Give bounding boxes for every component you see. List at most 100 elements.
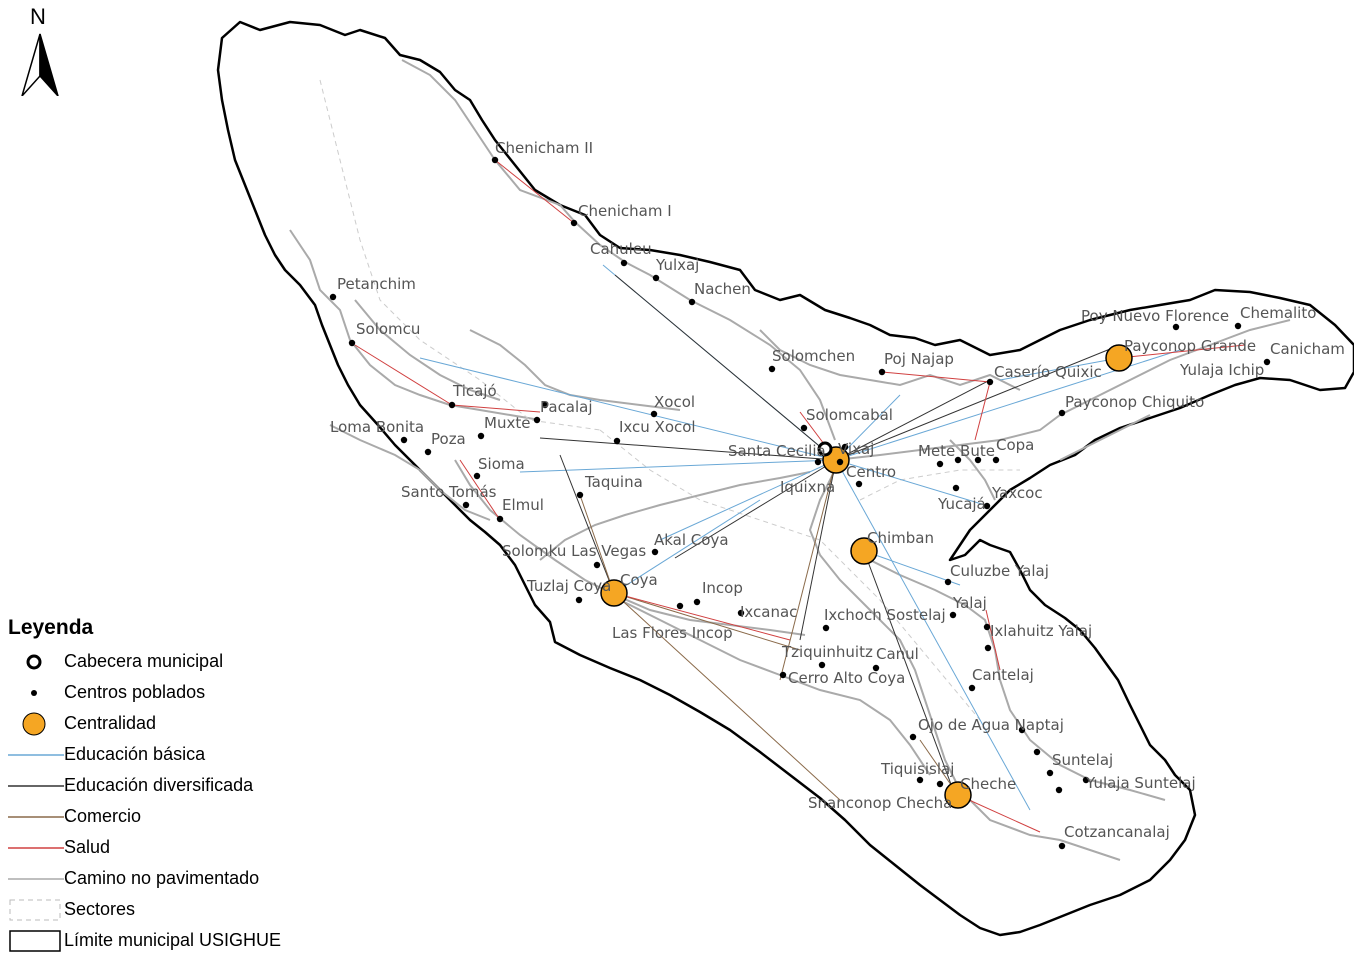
centro-poblado-dot xyxy=(936,460,944,468)
place-label: Culuzbe Yalaj xyxy=(950,562,1049,580)
centro-poblado-dot xyxy=(477,432,485,440)
legend-item: Centralidad xyxy=(8,708,328,739)
centro-poblado-dot xyxy=(620,259,628,267)
centro-poblado-dot xyxy=(855,480,863,488)
place-label: Iquixna xyxy=(780,478,835,496)
centro-poblado-dot xyxy=(983,502,991,510)
centro-poblado-dot xyxy=(909,733,917,741)
place-label: Payconop Chiquito xyxy=(1065,393,1204,411)
centro-poblado-dot xyxy=(954,456,962,464)
place-label: Vixaj xyxy=(838,440,874,458)
place-label: Tuzlaj Coya xyxy=(526,577,611,595)
centro-poblado-dot xyxy=(651,548,659,556)
centro-poblado-dot xyxy=(1234,322,1242,330)
place-label: Coya xyxy=(620,571,658,589)
place-label: Poj Najap xyxy=(884,350,954,368)
centro-poblado-dot xyxy=(968,684,976,692)
place-label: Solomchen xyxy=(772,347,855,365)
place-label: Cahuleu xyxy=(590,240,652,258)
centro-poblado-dot xyxy=(491,156,499,164)
place-label: Pacalaj xyxy=(540,398,593,416)
place-label: Ixcanac xyxy=(740,603,797,621)
place-label: Suntelaj xyxy=(1052,751,1113,769)
place-label: Sioma xyxy=(478,455,525,473)
centro-poblado-dot xyxy=(1055,786,1063,794)
cabecera-municipal xyxy=(817,441,833,457)
place-label: Loma Bonita xyxy=(330,418,424,436)
centro-poblado-dot xyxy=(949,611,957,619)
place-label: Yalaj xyxy=(952,594,987,612)
centro-poblado-dot xyxy=(693,598,701,606)
centro-poblado-dot xyxy=(944,578,952,586)
place-label: Yaxcoc xyxy=(991,484,1043,502)
place-label: Poza xyxy=(431,430,466,448)
place-label: Canicham xyxy=(1270,340,1345,358)
place-label: Cheche xyxy=(960,775,1016,793)
centro-poblado-dot xyxy=(652,274,660,282)
legend-item: Sectores xyxy=(8,894,328,925)
place-label: Ixchoch Sostelaj xyxy=(824,606,946,624)
centro-poblado-dot xyxy=(1033,748,1041,756)
place-label: Taquina xyxy=(584,473,643,491)
centro-poblado-dot xyxy=(575,596,583,604)
centro-poblado-dot xyxy=(872,664,880,672)
place-label: Las Flores Incop xyxy=(612,624,733,642)
line-icon xyxy=(8,805,64,829)
line-icon xyxy=(8,743,64,767)
centro-poblado-dot xyxy=(952,484,960,492)
place-label: Yulaja Ichip xyxy=(1179,361,1264,379)
legend-item: Camino no pavimentado xyxy=(8,863,328,894)
centro-poblado-dot xyxy=(576,491,584,499)
legend-title: Leyenda xyxy=(8,616,94,639)
place-label: Tiquisislaj xyxy=(880,760,954,778)
legend-item: Cabecera municipal xyxy=(8,646,328,677)
north-arrow-icon xyxy=(21,33,59,96)
place-label: Muxte xyxy=(484,414,530,432)
legend-label: Salud xyxy=(64,837,111,857)
box-icon xyxy=(8,929,64,953)
centralidad-payconop xyxy=(1105,344,1133,372)
centros-poblados xyxy=(329,156,1271,850)
place-label: Tziquinhuitz xyxy=(781,643,873,661)
centro-poblado-dot xyxy=(348,339,356,347)
line-icon xyxy=(8,836,64,860)
centro-poblado-dot xyxy=(800,424,808,432)
legend-label: Educación diversificada xyxy=(64,775,254,795)
centro-poblado-dot xyxy=(473,472,481,480)
centro-poblado-dot xyxy=(613,437,621,445)
place-label: Akal Coya xyxy=(654,531,729,549)
centro-poblado-dot xyxy=(936,780,944,788)
legend-label: Comercio xyxy=(64,806,142,826)
place-label: Chenicham I xyxy=(578,202,672,220)
legend-label: Educación básica xyxy=(64,744,206,764)
place-label: Solomku Las Vegas xyxy=(502,542,646,560)
place-label: Canul xyxy=(876,645,919,663)
north-arrow: N xyxy=(18,4,62,96)
centro-poblado-dot xyxy=(688,298,696,306)
ring-icon xyxy=(8,650,64,674)
centro-poblado-dot xyxy=(1046,769,1054,777)
place-label: Incop xyxy=(702,579,743,597)
place-label: Copa xyxy=(996,436,1034,454)
centro-poblado-dot xyxy=(878,368,886,376)
legend-label: Centros poblados xyxy=(64,682,206,702)
centro-poblado-dot xyxy=(1263,358,1271,366)
place-label: Chenicham II xyxy=(495,139,593,157)
dashed-box-icon xyxy=(8,898,64,922)
legend-label: Centralidad xyxy=(64,713,157,733)
centro-poblado-dot xyxy=(1018,726,1026,734)
legend-item: Límite municipal USIGHUE xyxy=(8,925,328,956)
centro-poblado-dot xyxy=(448,401,456,409)
place-label: Yucajá xyxy=(937,495,986,513)
place-label: Petanchim xyxy=(337,275,416,293)
centro-poblado-dot xyxy=(676,602,684,610)
dot-icon xyxy=(8,681,64,705)
north-letter: N xyxy=(30,4,46,29)
centro-poblado-dot xyxy=(1172,323,1180,331)
centro-poblado-dot xyxy=(533,416,541,424)
centro-poblado-dot xyxy=(768,365,776,373)
centralidad-coya xyxy=(600,579,628,607)
centro-poblado-dot xyxy=(329,293,337,301)
